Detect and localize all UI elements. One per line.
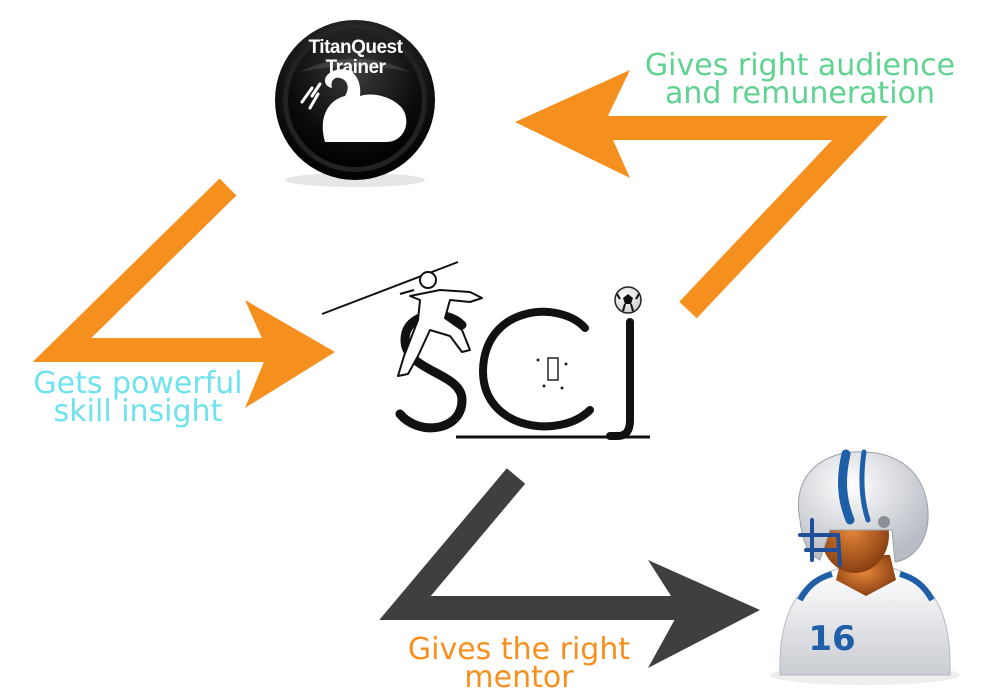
logo-letter-c [478,307,594,431]
arrow-insight-shaft [32,178,275,362]
arrow-mentor [379,468,760,668]
sci-logo [321,261,650,440]
arrow-mentor-shaft [379,468,690,620]
edge-label-mentor: Gives the right mentor [407,632,631,695]
arrow-insight-head [245,300,335,408]
flexed-bicep-icon [300,69,407,142]
trainer-badge [275,20,435,187]
arrow-insight [32,178,335,408]
arrow-audience [515,70,888,319]
football-player-icon: 16 [770,449,960,685]
arrow-mentor-head [648,560,760,668]
jersey-number: 16 [808,619,855,659]
trainer-badge-text: TitanQuest Trainer [283,38,428,78]
trainer-badge-line2: Trainer [325,57,386,78]
edge-label-insight: Gets powerful skill insight [33,366,243,429]
arrow-audience-head [515,70,630,178]
soccer-ball-icon [614,286,642,314]
trainer-badge-line1: TitanQuest [308,37,403,58]
arrow-audience-shaft [575,116,888,319]
javelin-thrower-icon [321,261,483,377]
logo-letter-i [606,318,634,440]
edge-label-audience: Gives right audience and remuneration [644,48,956,111]
